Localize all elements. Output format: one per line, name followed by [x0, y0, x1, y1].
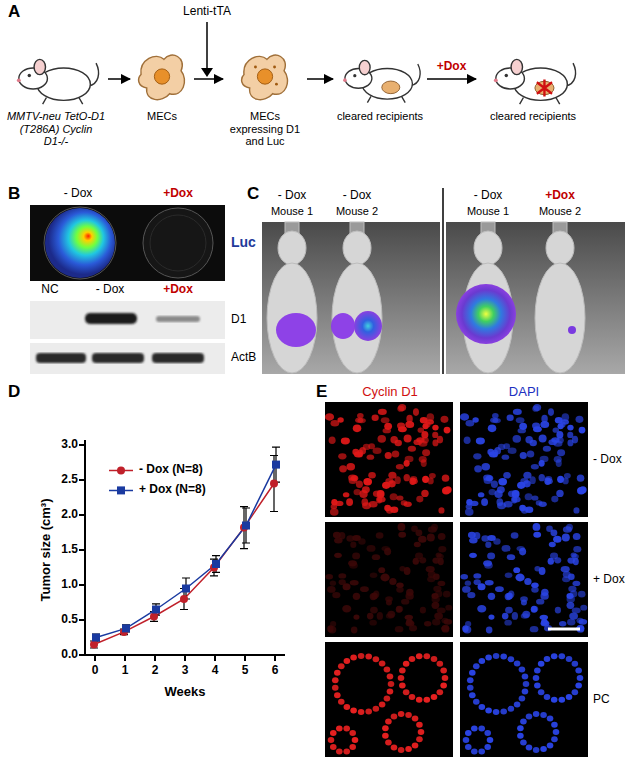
tick-label: 0.5	[61, 613, 78, 626]
condition-label: PC	[593, 693, 610, 706]
cell-icon	[225, 46, 305, 108]
tick-label: 2.0	[61, 508, 78, 521]
tick-label: 1.0	[61, 578, 78, 591]
chart-axes	[79, 440, 285, 661]
panel-letter: A	[8, 3, 20, 22]
lane-label: +Dox	[163, 283, 193, 296]
condition-label: - Dox	[474, 189, 503, 202]
protein-label: D1	[231, 313, 246, 326]
legend-text: + Dox (N=8)	[139, 483, 206, 496]
legend-sample	[108, 484, 134, 496]
western-blot	[30, 301, 225, 374]
legend-text: - Dox (N=8)	[139, 463, 203, 476]
node-caption: cleared recipients	[478, 110, 588, 123]
tick-label: 1	[122, 664, 129, 677]
tick-label: 3	[182, 664, 189, 677]
mouse-label: Mouse 1	[467, 205, 509, 217]
flow-arrow	[427, 78, 476, 80]
tick-label: 0	[92, 664, 99, 677]
mouse-node: MMTV-neu TetO-D1 (T286A) Cyclin D1-/-	[6, 46, 106, 148]
luc-plate	[30, 205, 225, 281]
vector-label: Lenti-tTA	[183, 5, 231, 18]
panel-letter: B	[8, 185, 20, 204]
flow-arrow	[194, 78, 223, 80]
channel-label: DAPI	[509, 385, 539, 399]
tick-label: 4	[212, 664, 219, 677]
condition-label: - Dox	[343, 189, 372, 202]
panel-letter: D	[8, 383, 20, 402]
cell-icon	[132, 46, 192, 108]
scale-bar	[548, 628, 580, 631]
protein-label: ActB	[231, 351, 256, 364]
legend-sample	[108, 464, 134, 476]
mouse-photos	[262, 188, 625, 374]
mouse-icon	[478, 46, 588, 108]
cell-node: MECs expressing D1 and Luc	[225, 46, 305, 148]
mouse-label: Mouse 1	[271, 205, 313, 217]
mouse-icon	[6, 46, 106, 108]
node-caption: MECs	[132, 110, 192, 123]
lane-label: NC	[41, 283, 58, 296]
legend-row: + Dox (N=8)	[108, 483, 206, 496]
node-caption: cleared recipients	[335, 110, 425, 123]
condition-label: - Dox	[278, 189, 307, 202]
tick-label: 6	[272, 664, 279, 677]
tick-label: 5	[242, 664, 249, 677]
condition-label: +Dox	[163, 187, 193, 200]
tick-label: 0.0	[61, 648, 78, 661]
axis-title: Tumor size (cm³)	[39, 498, 53, 601]
lenti-arrow	[201, 22, 213, 77]
channel-label: Cyclin D1	[362, 385, 418, 399]
tick-label: 2	[152, 664, 159, 677]
cell-node: MECs	[132, 46, 192, 123]
flow-arrow	[108, 78, 130, 80]
nuclei	[325, 404, 587, 754]
flow-arrow	[307, 78, 333, 80]
mouse-label: Mouse 2	[539, 205, 581, 217]
mouse-node: cleared recipients	[478, 46, 588, 123]
micrographs	[325, 402, 588, 757]
node-caption: MMTV-neu TetO-D1 (T286A) Cyclin D1-/-	[6, 110, 106, 148]
condition-label: +Dox	[545, 189, 575, 202]
mouse-node: cleared recipients	[335, 46, 425, 123]
lane-label: - Dox	[96, 283, 125, 296]
assay-label: Luc	[231, 235, 256, 250]
chart-series	[90, 447, 280, 648]
panel-letter: E	[316, 383, 327, 402]
mouse-icon	[335, 46, 425, 108]
mouse-label: Mouse 2	[336, 205, 378, 217]
tick-label: 2.5	[61, 473, 78, 486]
axis-title: Weeks	[165, 685, 206, 699]
legend-row: - Dox (N=8)	[108, 463, 203, 476]
panel-letter: C	[247, 185, 259, 204]
node-caption: MECs expressing D1 and Luc	[225, 110, 305, 148]
condition-label: + Dox	[593, 573, 625, 586]
tick-label: 1.5	[61, 543, 78, 556]
condition-label: - Dox	[593, 453, 622, 466]
condition-label: - Dox	[64, 187, 93, 200]
edge-label: +Dox	[437, 60, 467, 73]
tick-label: 3.0	[61, 438, 78, 451]
